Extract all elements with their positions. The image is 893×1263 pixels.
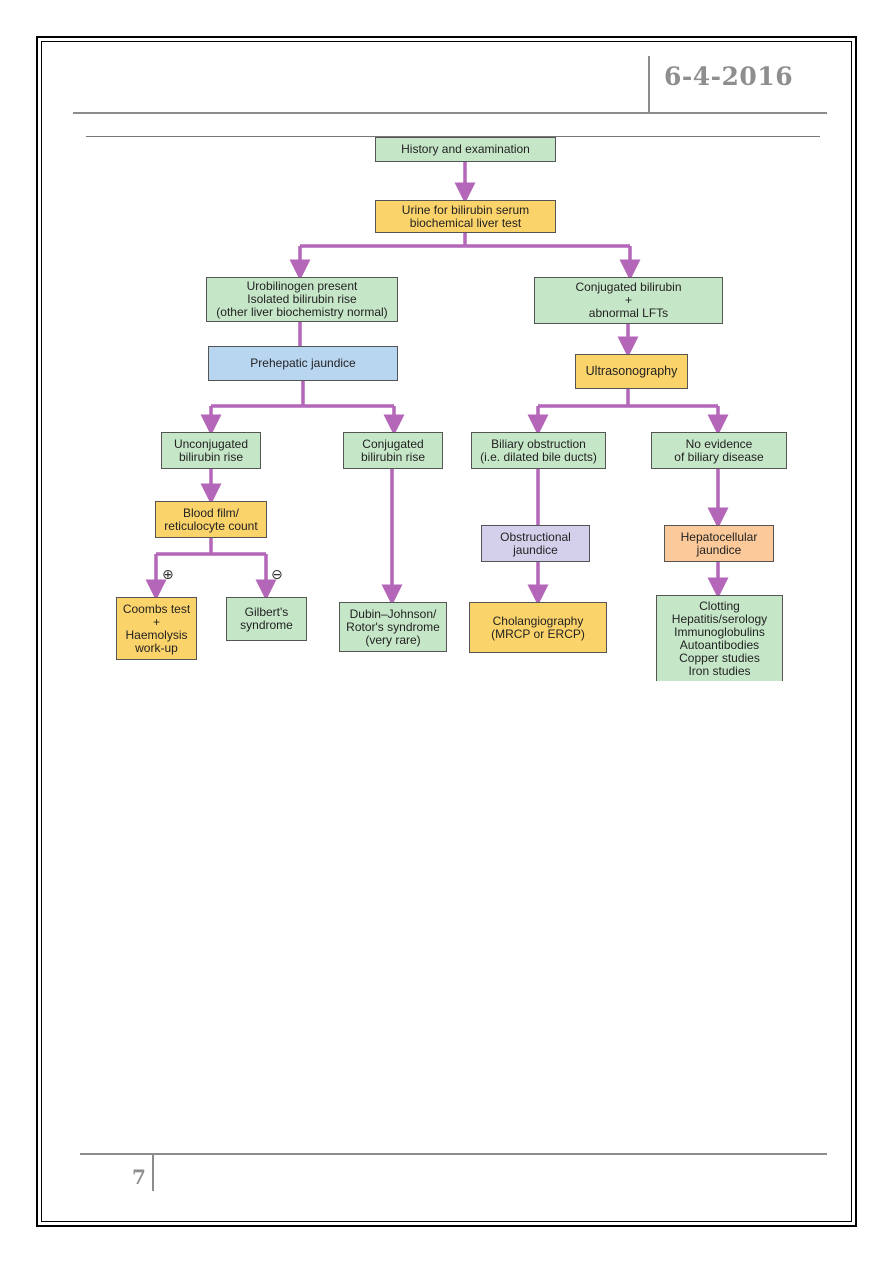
negative-sign: ⊖ bbox=[271, 567, 283, 583]
page-number: 7 bbox=[132, 1165, 146, 1189]
node-hepatocellular: Hepatocellular jaundice bbox=[664, 525, 774, 562]
node-coombs: Coombs test + Haemolysis work-up bbox=[116, 597, 197, 660]
footer-rule bbox=[80, 1153, 827, 1155]
node-obstructional: Obstructional jaundice bbox=[481, 525, 590, 562]
node-gilbert: Gilbert's syndrome bbox=[226, 597, 307, 641]
node-hepatocellular-tests: Clotting Hepatitis/serology Immunoglobul… bbox=[656, 595, 783, 681]
node-dubin-johnson: Dubin–Johnson/ Rotor's syndrome (very ra… bbox=[339, 602, 447, 652]
footer-divider bbox=[152, 1155, 154, 1191]
positive-sign: ⊕ bbox=[162, 567, 174, 583]
node-cholangiography: Cholangiography (MRCP or ERCP) bbox=[469, 602, 607, 653]
node-ultrasonography: Ultrasonography bbox=[575, 354, 688, 389]
node-prehepatic: Prehepatic jaundice bbox=[208, 346, 398, 381]
page-border-inner bbox=[41, 41, 852, 1222]
page-border-outer bbox=[36, 36, 857, 1227]
header-rule bbox=[73, 112, 827, 114]
header-date: 6-4-2016 bbox=[664, 62, 794, 91]
node-conjugated-rise: Conjugated bilirubin rise bbox=[343, 432, 443, 469]
figure-top-rule bbox=[86, 136, 820, 137]
node-unconjugated-rise: Unconjugated bilirubin rise bbox=[161, 432, 261, 469]
node-urine-test: Urine for bilirubin serum biochemical li… bbox=[375, 200, 556, 233]
node-no-biliary: No evidence of biliary disease bbox=[651, 432, 787, 469]
node-urobilinogen: Urobilinogen present Isolated bilirubin … bbox=[206, 277, 398, 322]
node-history: History and examination bbox=[375, 137, 556, 162]
node-blood-film: Blood film/ reticulocyte count bbox=[155, 501, 267, 538]
header-divider bbox=[648, 56, 650, 114]
node-conjugated-abnormal: Conjugated bilirubin + abnormal LFTs bbox=[534, 277, 723, 324]
node-biliary-obstruction: Biliary obstruction (i.e. dilated bile d… bbox=[471, 432, 606, 469]
